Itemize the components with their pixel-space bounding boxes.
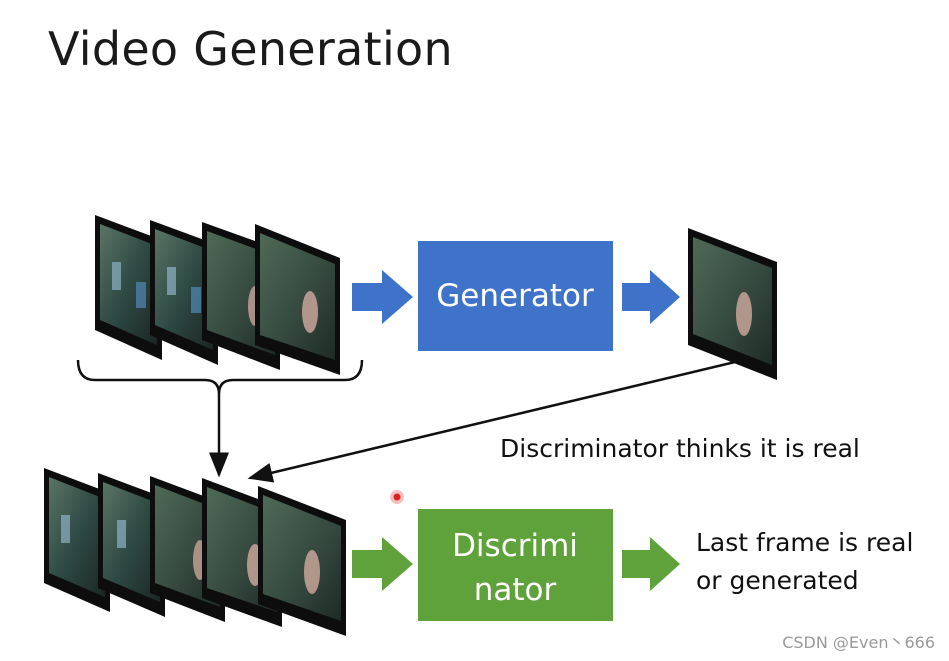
discriminator-input-frames (44, 468, 346, 636)
discriminator-label-line2: nator (474, 572, 557, 608)
page-title: Video Generation (48, 22, 453, 76)
watermark: CSDN @Even丶666 (782, 633, 935, 652)
generator-label: Generator (436, 278, 594, 314)
video-frame (150, 220, 218, 365)
generated-frame (688, 228, 777, 380)
arrow-generated-to-stack (247, 360, 736, 483)
discriminator-box: Discrimi nator (418, 509, 613, 621)
input-frames (95, 215, 340, 375)
video-frame (44, 468, 110, 612)
generator-box: Generator (418, 241, 613, 351)
output-label-line2: or generated (696, 566, 859, 595)
video-frame (95, 215, 162, 360)
pointer-dot (390, 490, 404, 504)
discriminator-label-line1: Discrimi (452, 528, 578, 564)
video-frame (255, 224, 340, 375)
video-frame (98, 473, 165, 617)
video-frame (258, 486, 346, 636)
arrow-from-discriminator (622, 537, 680, 591)
arrow-from-generator (622, 270, 680, 324)
thinks-real-label: Discriminator thinks it is real (500, 434, 860, 463)
output-label-line1: Last frame is real (696, 528, 913, 557)
arrow-to-generator (352, 270, 413, 324)
arrow-to-discriminator (352, 537, 413, 591)
